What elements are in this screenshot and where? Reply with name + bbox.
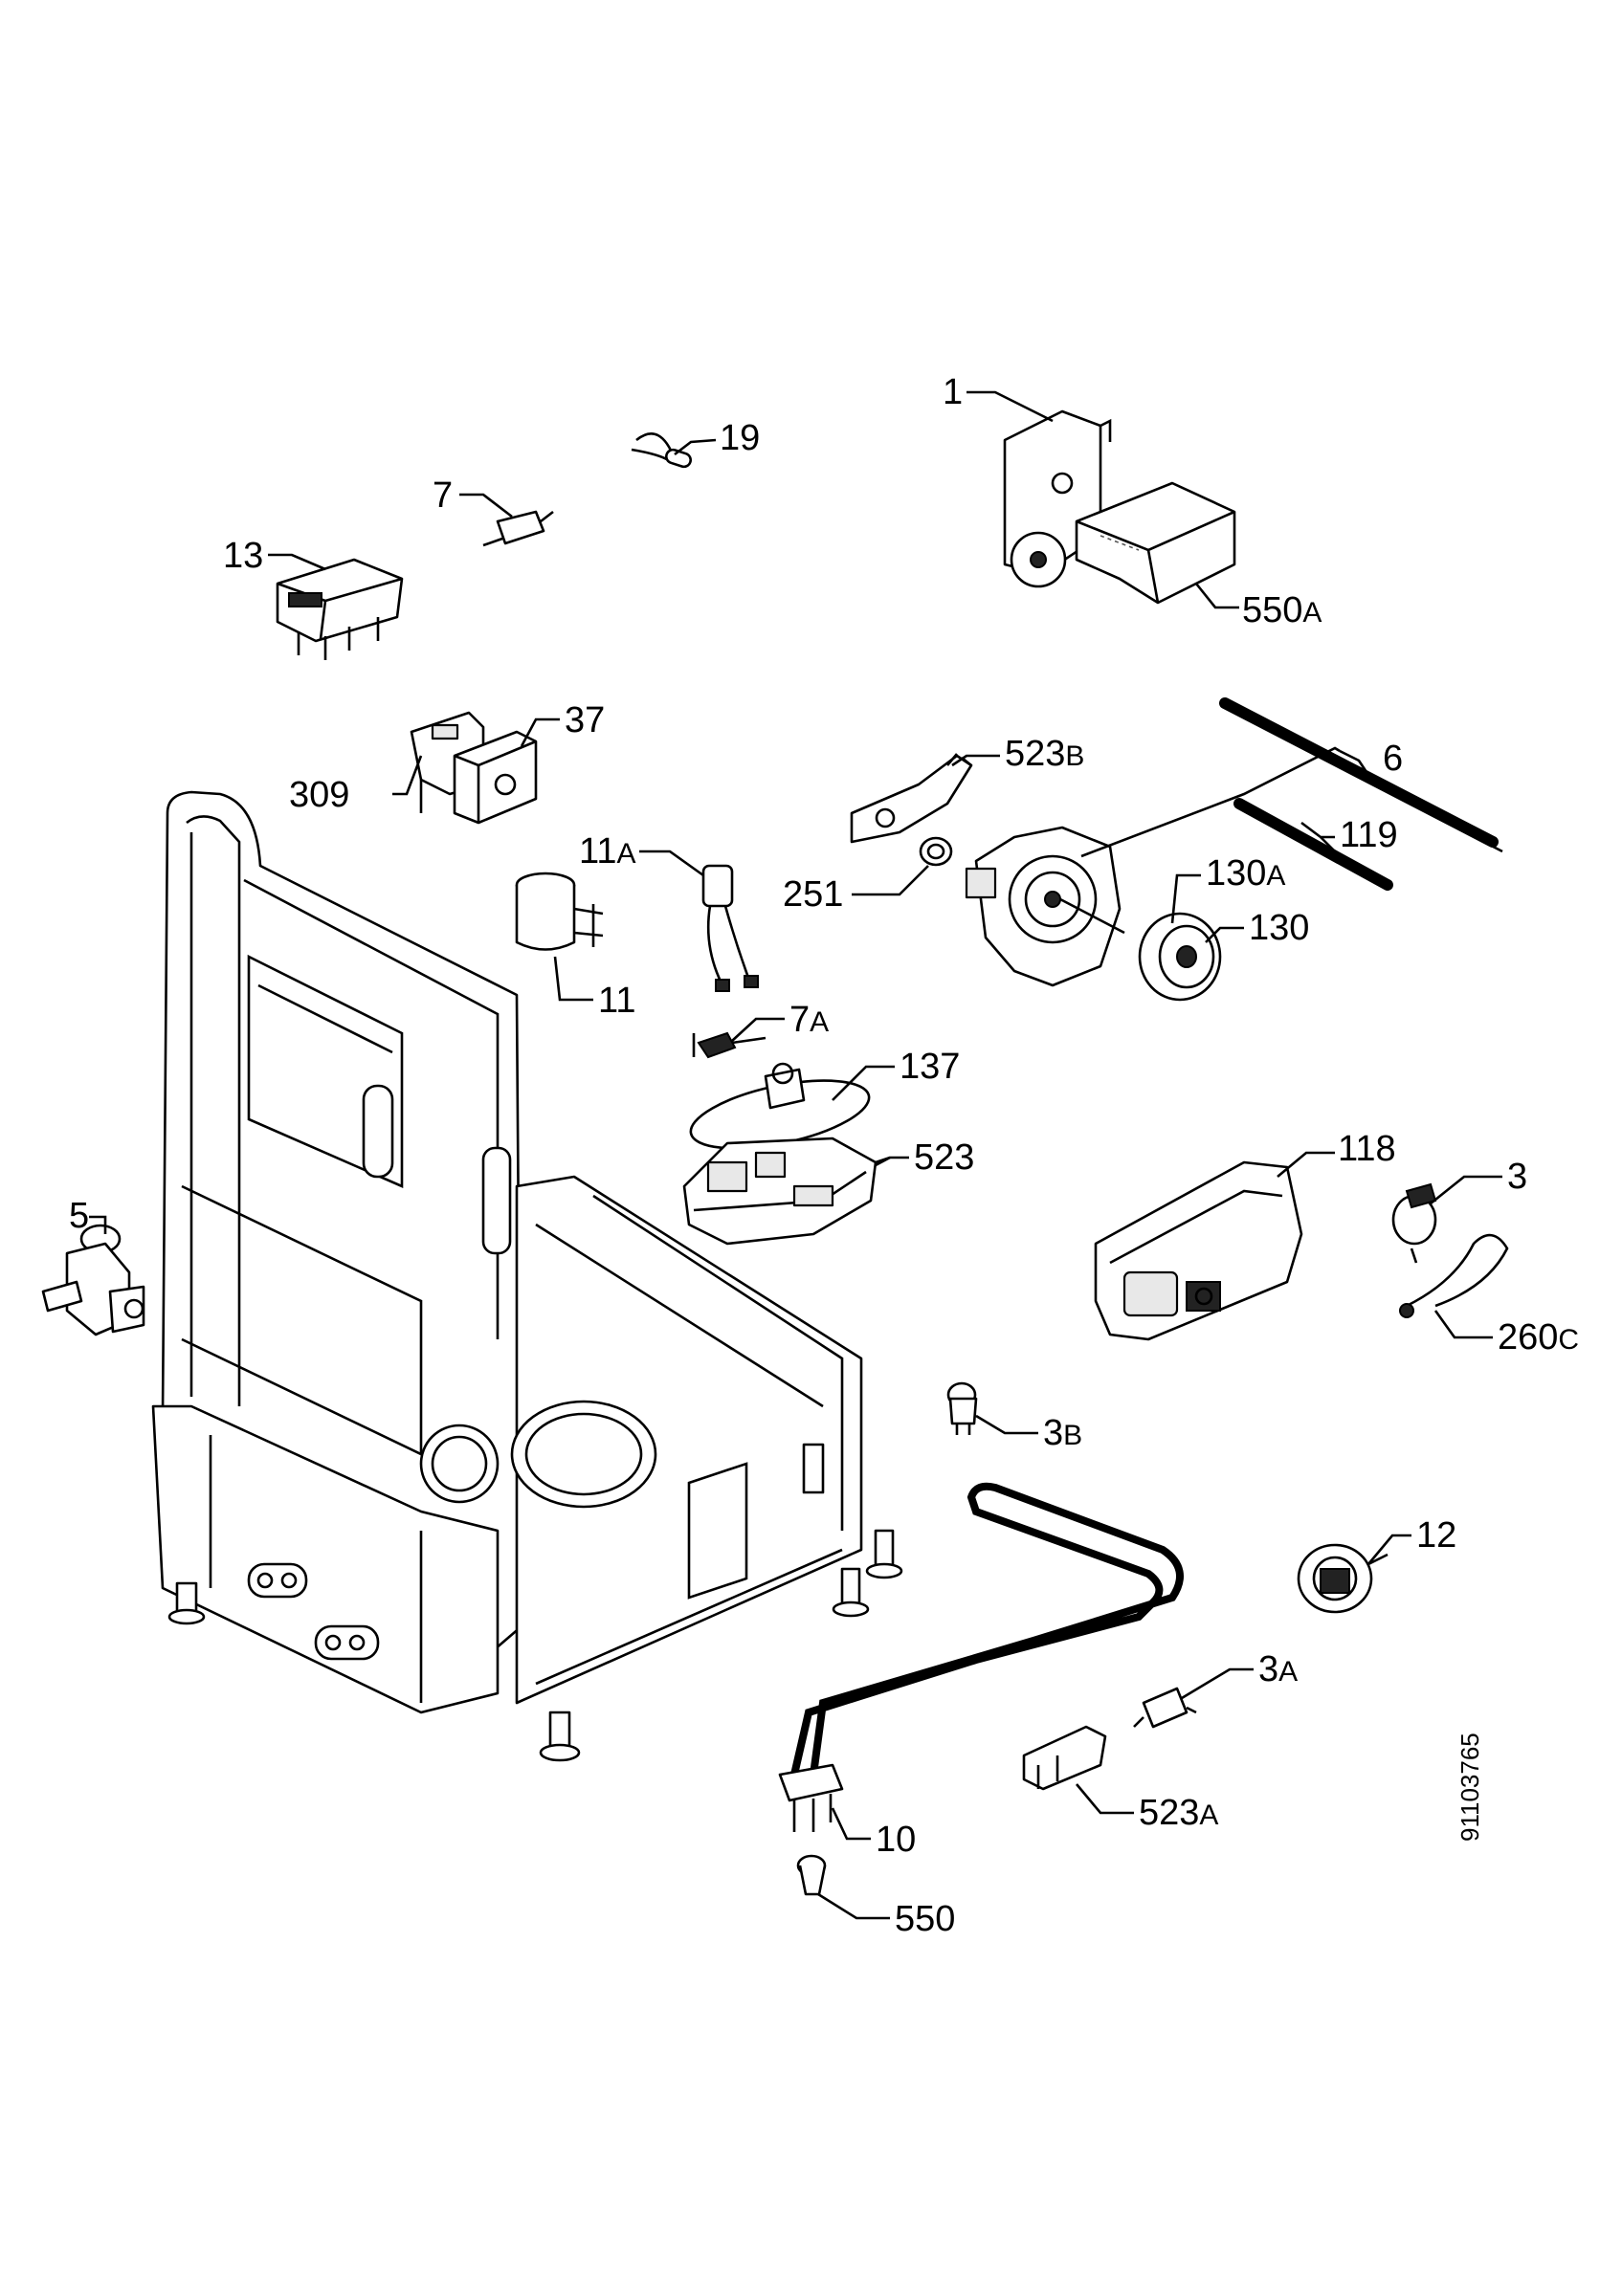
cover-137 <box>689 1062 871 1150</box>
capacitor <box>515 872 604 951</box>
label-7: 7 <box>433 475 453 516</box>
small-switch <box>482 510 554 547</box>
label-6: 6 <box>1383 739 1403 779</box>
label-19: 19 <box>720 418 760 458</box>
sump-523 <box>682 1137 891 1246</box>
label-1: 1 <box>943 372 963 412</box>
thermostat-3b <box>946 1381 978 1435</box>
inlet-valve <box>41 1224 145 1336</box>
motor <box>965 826 1125 987</box>
label-11a: 11A <box>579 831 635 872</box>
label-3a: 3A <box>1258 1649 1298 1689</box>
label-3b: 3B <box>1043 1413 1082 1453</box>
wire-260c <box>1399 1233 1509 1318</box>
label-5: 5 <box>69 1196 89 1236</box>
label-309: 309 <box>289 775 349 815</box>
dispenser-118 <box>1094 1160 1303 1341</box>
label-523a: 523A <box>1139 1793 1218 1833</box>
part-labels: 1 550A 19 7 13 37 309 523B 6 119 11A 251… <box>69 372 1579 1939</box>
pressure-switch <box>1297 1543 1389 1614</box>
cabinet-frame <box>151 790 903 1762</box>
label-260c: 260C <box>1498 1317 1579 1358</box>
label-118: 118 <box>1338 1129 1396 1169</box>
bracket-523a <box>1022 1725 1107 1791</box>
label-130a: 130A <box>1206 853 1285 894</box>
suppressor <box>701 864 759 992</box>
label-119: 119 <box>1340 815 1398 855</box>
drawing-code: 91103765 <box>1455 1733 1484 1842</box>
switch-block <box>276 558 404 660</box>
label-251: 251 <box>783 874 843 915</box>
label-7a: 7A <box>789 1000 829 1040</box>
label-11: 11 <box>598 981 635 1021</box>
label-137: 137 <box>900 1047 960 1087</box>
wire-connector <box>631 432 693 469</box>
label-3: 3 <box>1507 1157 1527 1197</box>
bracket-523b <box>850 753 973 844</box>
label-37: 37 <box>565 700 605 740</box>
label-10: 10 <box>876 1820 916 1860</box>
sensor-7a <box>692 1031 767 1059</box>
plug-550 <box>796 1854 827 1896</box>
leader-lines <box>89 390 1502 1920</box>
label-523: 523 <box>914 1137 974 1178</box>
label-523b: 523B <box>1005 734 1084 774</box>
label-130: 130 <box>1249 908 1309 948</box>
drive-belt-6 <box>1219 697 1503 853</box>
belt-119 <box>1233 798 1393 891</box>
heating-element <box>778 1482 1184 1832</box>
clip-3a <box>1133 1687 1197 1729</box>
label-550: 550 <box>895 1899 955 1939</box>
label-12: 12 <box>1416 1515 1456 1556</box>
grommet-251 <box>919 836 953 867</box>
label-13: 13 <box>223 536 263 576</box>
switch-37 <box>453 730 538 825</box>
component-box <box>1075 481 1236 605</box>
thermostat-3 <box>1391 1182 1437 1264</box>
pulley <box>1138 912 1222 1002</box>
label-550a: 550A <box>1242 590 1322 630</box>
